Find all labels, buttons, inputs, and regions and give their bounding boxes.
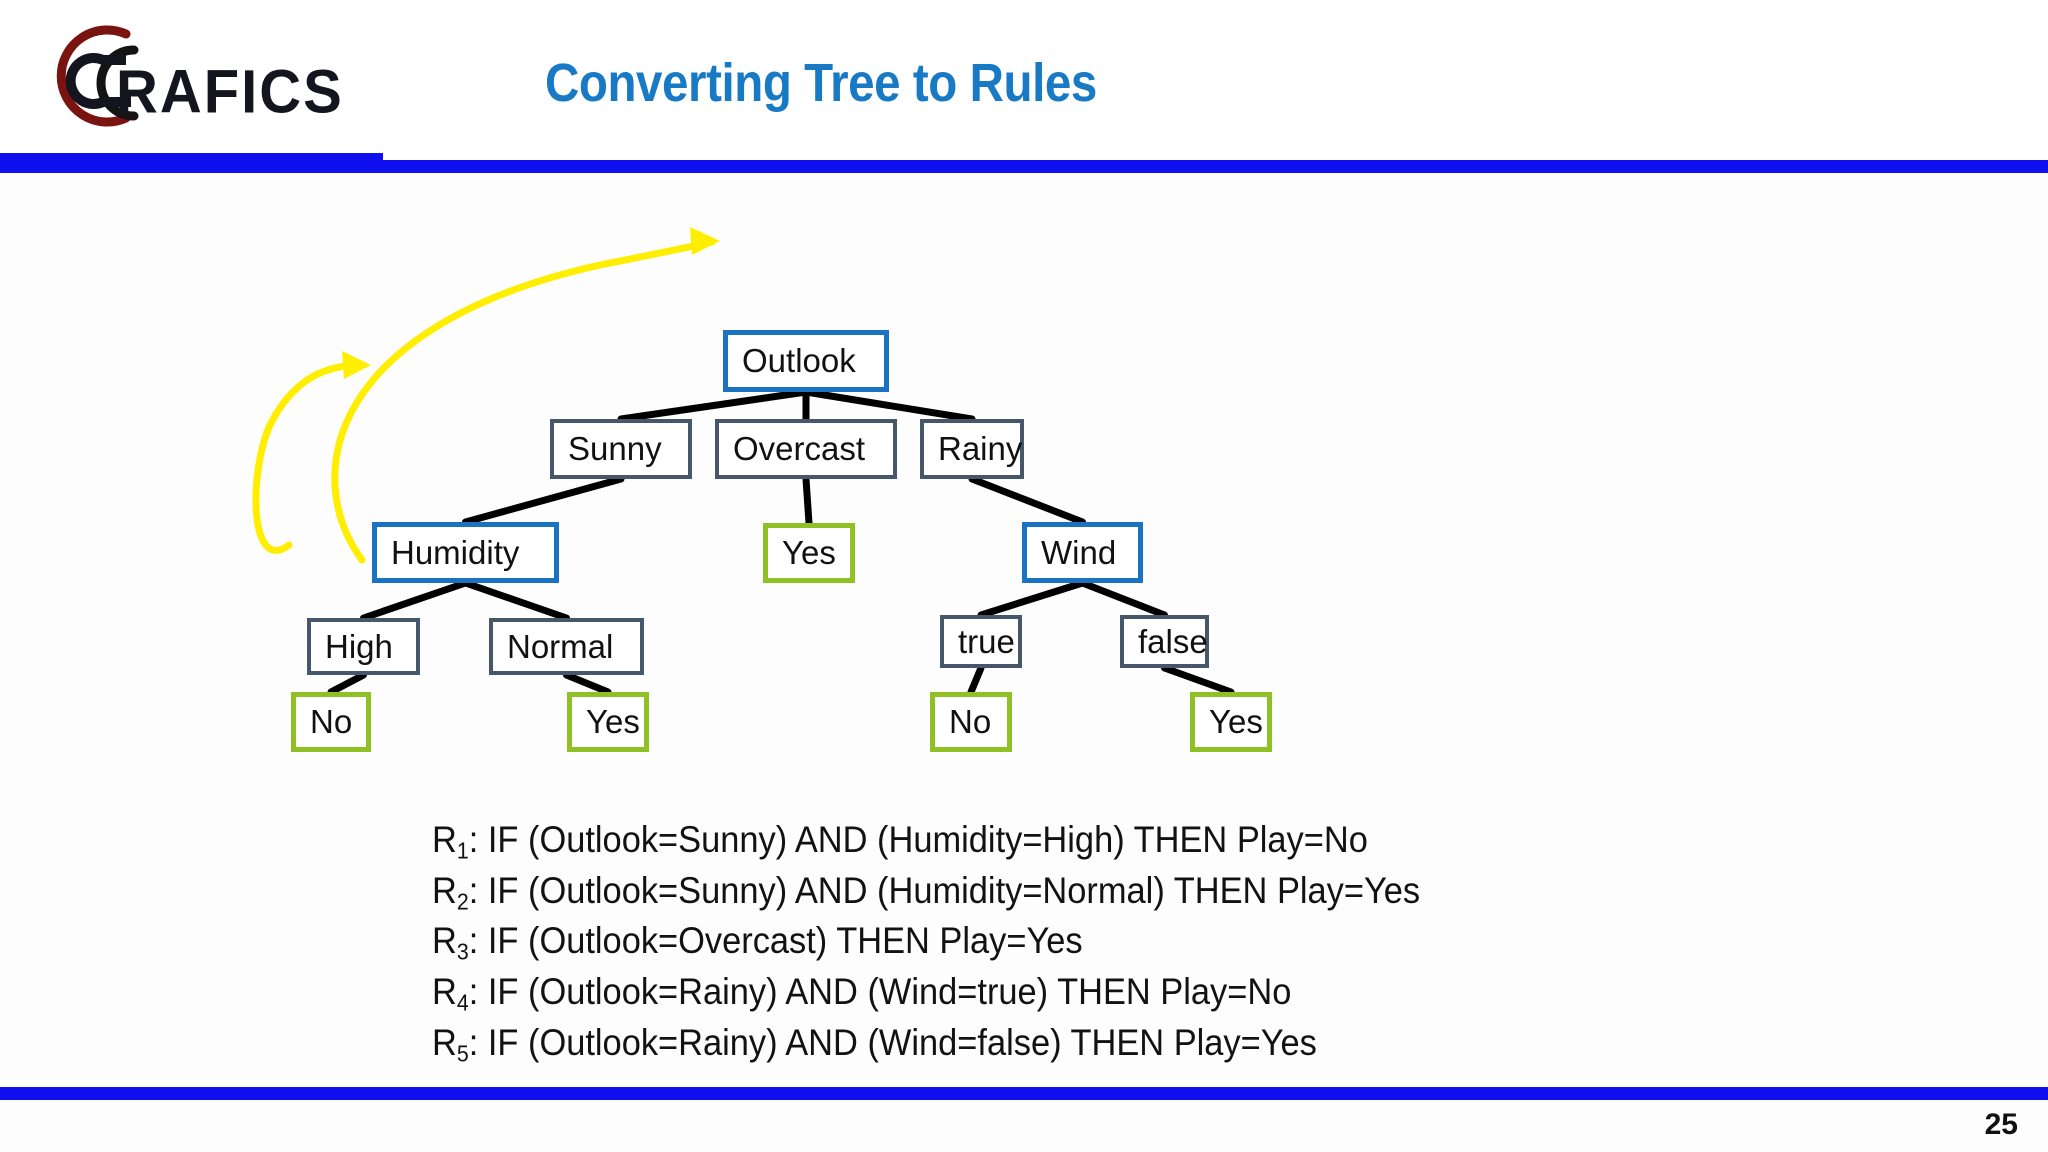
tree-node-yes-norm[interactable]: Yes <box>567 692 649 752</box>
tree-node-label: Humidity <box>391 533 520 571</box>
header-rule-stub <box>0 153 383 161</box>
tree-node-label: Rainy <box>938 430 1023 467</box>
arrow-humidity-to-outlook-path <box>331 238 716 564</box>
grafics-logo: RAFICS <box>18 20 398 132</box>
tree-edges-layer <box>252 227 1235 696</box>
rule-line: R5: IF (Outlook=Rainy) AND (Wind=false) … <box>432 1023 1781 1066</box>
tree-node-humidity[interactable]: Humidity <box>372 522 559 583</box>
tree-node-label: Yes <box>1209 703 1263 740</box>
arrow-no-to-humidity-path <box>252 361 366 554</box>
tree-node-label: Sunny <box>568 430 662 467</box>
rule-text: : IF (Outlook=Sunny) AND (Humidity=Norma… <box>468 869 1421 911</box>
tree-node-false[interactable]: false <box>1120 615 1209 668</box>
tree-edge-rainy-wind <box>968 475 1086 526</box>
rules-list: R1: IF (Outlook=Sunny) AND (Humidity=Hig… <box>432 820 1882 1074</box>
tree-node-wind[interactable]: Wind <box>1022 522 1143 583</box>
rule-id: R <box>432 971 457 1013</box>
tree-node-no-true[interactable]: No <box>930 692 1012 752</box>
tree-edge-wind-false <box>1079 579 1168 619</box>
rule-id: R <box>432 1021 457 1063</box>
page-title: Converting Tree to Rules <box>545 53 1097 113</box>
tree-edge-normal-yes-norm <box>563 671 612 696</box>
tree-node-label: Normal <box>507 627 614 665</box>
tree-node-overcast[interactable]: Overcast <box>715 419 897 479</box>
tree-edge-sunny-humidity <box>462 475 625 526</box>
tree-node-label: Yes <box>586 703 640 740</box>
rule-id: R <box>432 819 457 860</box>
page-number: 25 <box>1984 1108 2018 1141</box>
tree-node-no-high[interactable]: No <box>291 692 371 752</box>
tree-node-label: Outlook <box>742 342 856 379</box>
arrow-no-to-humidity-head <box>342 351 371 379</box>
tree-node-label: No <box>310 703 353 740</box>
rule-text: : IF (Outlook=Overcast) THEN Play=Yes <box>468 920 1083 962</box>
rule-id: R <box>432 869 457 911</box>
rule-text: : IF (Outlook=Rainy) AND (Wind=true) THE… <box>468 971 1292 1013</box>
tree-node-label: true <box>958 622 1015 660</box>
tree-node-label: No <box>949 703 992 740</box>
tree-edge-wind-true <box>977 579 1086 619</box>
rule-index: 5 <box>456 1040 469 1067</box>
arrow-humidity-to-outlook-head <box>690 227 720 255</box>
rule-index: 3 <box>456 938 469 965</box>
rule-id: R <box>432 920 457 962</box>
tree-edge-overcast-yes-over <box>802 475 813 527</box>
tree-node-label: High <box>325 627 393 665</box>
tree-node-normal[interactable]: Normal <box>489 618 644 675</box>
slide-header: RAFICS Converting Tree to Rules <box>0 0 2048 160</box>
rule-line: R3: IF (Outlook=Overcast) THEN Play=Yes <box>432 921 1781 964</box>
tree-node-sunny[interactable]: Sunny <box>550 419 692 479</box>
tree-edge-outlook-rainy <box>802 388 976 423</box>
tree-node-rainy[interactable]: Rainy <box>920 419 1024 479</box>
footer-rule <box>0 1087 2048 1100</box>
tree-edge-false-yes-false <box>1161 664 1235 696</box>
header-rule <box>0 160 2048 173</box>
svg-text:RAFICS: RAFICS <box>116 57 344 126</box>
tree-node-true[interactable]: true <box>940 615 1022 668</box>
tree-node-label: Wind <box>1041 533 1117 571</box>
rule-index: 1 <box>456 837 469 864</box>
rule-line: R1: IF (Outlook=Sunny) AND (Humidity=Hig… <box>432 820 1781 863</box>
tree-node-yes-over[interactable]: Yes <box>763 523 855 583</box>
tree-node-high[interactable]: High <box>307 618 420 675</box>
rule-line: R2: IF (Outlook=Sunny) AND (Humidity=Nor… <box>432 871 1781 914</box>
tree-edge-high-no-high <box>327 671 367 696</box>
rule-text: : IF (Outlook=Rainy) AND (Wind=false) TH… <box>468 1021 1317 1063</box>
tree-edge-true-no-true <box>967 664 985 696</box>
tree-node-label: false <box>1138 622 1208 660</box>
tree-edge-outlook-sunny <box>617 388 810 423</box>
tree-node-outlook[interactable]: Outlook <box>723 330 889 392</box>
tree-node-label: Overcast <box>733 430 866 467</box>
tree-edge-humidity-high <box>360 579 469 622</box>
tree-node-label: Yes <box>782 534 836 571</box>
rule-index: 2 <box>456 888 469 915</box>
tree-node-yes-false[interactable]: Yes <box>1190 692 1272 752</box>
rule-text: : IF (Outlook=Sunny) AND (Humidity=High)… <box>468 819 1368 860</box>
rule-line: R4: IF (Outlook=Rainy) AND (Wind=true) T… <box>432 972 1781 1015</box>
tree-edge-humidity-normal <box>462 579 570 622</box>
rule-index: 4 <box>456 989 469 1016</box>
